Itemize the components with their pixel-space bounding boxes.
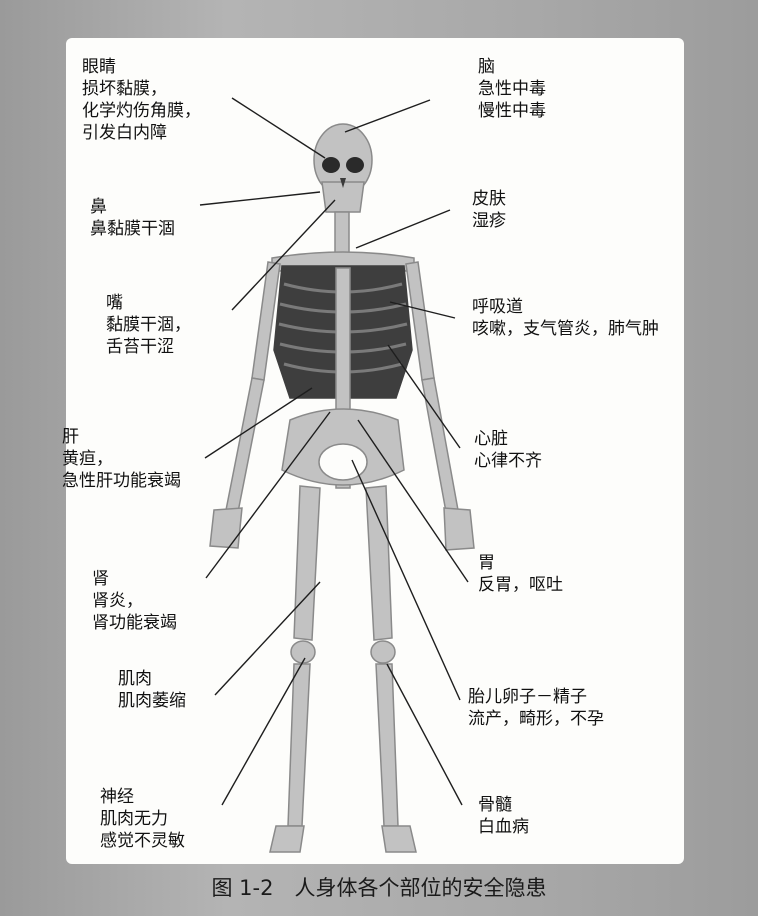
label-nerve: 神经 肌肉无力 感觉不灵敏	[100, 786, 185, 852]
label-kidney-line-2: 肾功能衰竭	[92, 612, 177, 634]
label-nerve-line-1: 肌肉无力	[100, 808, 185, 830]
label-heart-line-1: 心律不齐	[474, 450, 542, 472]
label-nose-title: 鼻	[90, 196, 175, 218]
left-tibia	[288, 664, 310, 826]
leader-marrow	[387, 664, 462, 805]
label-respiratory-title: 呼吸道	[472, 296, 659, 318]
skeleton-figure	[210, 124, 474, 852]
label-skin: 皮肤 湿疹	[472, 188, 506, 232]
label-liver-title: 肝	[62, 426, 181, 448]
label-kidney: 肾 肾炎， 肾功能衰竭	[92, 568, 177, 634]
leader-eyes	[232, 98, 325, 158]
pelvic-opening	[319, 444, 367, 480]
label-eyes: 眼睛 损坏黏膜， 化学灼伤角膜， 引发白内障	[82, 56, 201, 144]
label-mouth-line-1: 黏膜干涸，	[106, 314, 191, 336]
right-upper-arm	[406, 262, 434, 380]
right-femur	[366, 486, 392, 640]
label-reproductive: 胎儿卵子－精子 流产，畸形，不孕	[468, 686, 604, 730]
label-stomach-line-1: 反胃，呕吐	[478, 574, 563, 596]
label-mouth-line-2: 舌苔干涩	[106, 336, 191, 358]
label-brain-title: 脑	[478, 56, 546, 78]
label-respiratory-line-1: 咳嗽，支气管炎，肺气肿	[472, 318, 659, 340]
left-foot	[270, 826, 304, 852]
right-knee	[371, 641, 395, 663]
left-forearm	[226, 378, 264, 512]
label-muscle-line-1: 肌肉萎缩	[118, 690, 186, 712]
label-kidney-line-1: 肾炎，	[92, 590, 177, 612]
left-hand	[210, 508, 242, 548]
right-forearm	[422, 378, 458, 512]
label-mouth-title: 嘴	[106, 292, 191, 314]
label-reproductive-line-1: 流产，畸形，不孕	[468, 708, 604, 730]
label-brain-line-1: 急性中毒	[478, 78, 546, 100]
left-knee	[291, 641, 315, 663]
right-foot	[382, 826, 416, 852]
label-reproductive-title: 胎儿卵子－精子	[468, 686, 604, 708]
label-heart-title: 心脏	[474, 428, 542, 450]
label-liver-line-2: 急性肝功能衰竭	[62, 470, 181, 492]
label-nose-line-1: 鼻黏膜干涸	[90, 218, 175, 240]
label-liver-line-1: 黄疸，	[62, 448, 181, 470]
label-eyes-title: 眼睛	[82, 56, 201, 78]
label-muscle: 肌肉 肌肉萎缩	[118, 668, 186, 712]
left-eye-socket	[322, 157, 340, 173]
right-hand	[444, 508, 474, 550]
leader-nose	[200, 192, 320, 205]
label-stomach: 胃 反胃，呕吐	[478, 552, 563, 596]
left-upper-arm	[252, 262, 280, 380]
right-tibia	[376, 664, 398, 826]
label-kidney-title: 肾	[92, 568, 177, 590]
label-eyes-line-2: 化学灼伤角膜，	[82, 100, 201, 122]
label-stomach-title: 胃	[478, 552, 563, 574]
label-nerve-line-2: 感觉不灵敏	[100, 830, 185, 852]
label-respiratory: 呼吸道 咳嗽，支气管炎，肺气肿	[472, 296, 659, 340]
label-marrow-title: 骨髓	[478, 794, 529, 816]
label-mouth: 嘴 黏膜干涸， 舌苔干涩	[106, 292, 191, 358]
left-femur	[294, 486, 320, 640]
label-skin-line-1: 湿疹	[472, 210, 506, 232]
label-eyes-line-3: 引发白内障	[82, 122, 201, 144]
leader-brain	[345, 100, 430, 132]
label-muscle-title: 肌肉	[118, 668, 186, 690]
label-eyes-line-1: 损坏黏膜，	[82, 78, 201, 100]
label-marrow: 骨髓 白血病	[478, 794, 529, 838]
figure-caption: 图 1-2 人身体各个部位的安全隐患	[0, 872, 758, 902]
label-skin-title: 皮肤	[472, 188, 506, 210]
label-brain: 脑 急性中毒 慢性中毒	[478, 56, 546, 122]
label-liver: 肝 黄疸， 急性肝功能衰竭	[62, 426, 181, 492]
label-heart: 心脏 心律不齐	[474, 428, 542, 472]
label-brain-line-2: 慢性中毒	[478, 100, 546, 122]
leader-skin	[356, 210, 450, 248]
right-eye-socket	[346, 157, 364, 173]
label-nose: 鼻 鼻黏膜干涸	[90, 196, 175, 240]
label-marrow-line-1: 白血病	[478, 816, 529, 838]
label-nerve-title: 神经	[100, 786, 185, 808]
